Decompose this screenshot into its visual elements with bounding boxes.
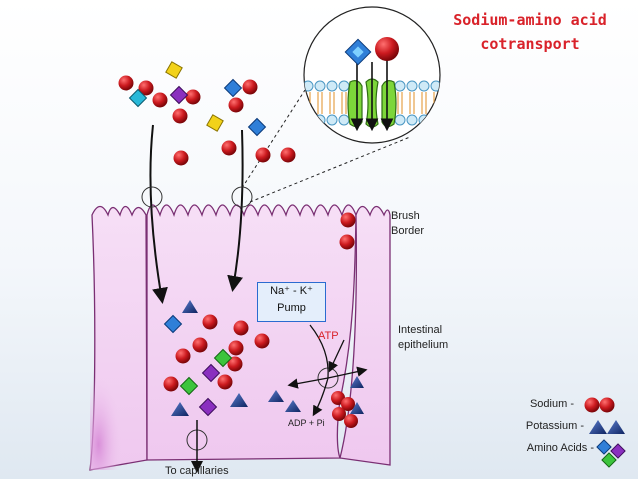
title-line-2: cotransport bbox=[480, 35, 580, 53]
zoom-lines bbox=[241, 89, 411, 203]
intracellular-sodium-ions bbox=[163, 314, 358, 428]
entry-arrows bbox=[141, 124, 253, 304]
brush-border-label-2: Border bbox=[391, 225, 425, 237]
na-k-pump-site bbox=[287, 324, 368, 417]
brush-border-label: Brush Border bbox=[391, 209, 424, 239]
brush-border-label-1: Brush bbox=[391, 210, 420, 222]
lipid-tails bbox=[305, 92, 439, 114]
legend-potassium-symbol bbox=[589, 420, 625, 434]
legend-potassium-label: Potassium - bbox=[525, 420, 584, 432]
epithelium-label-2: epithelium bbox=[398, 339, 449, 351]
legend-amino-acids-label: Amino Acids - bbox=[526, 442, 594, 454]
membrane-zoom bbox=[303, 6, 441, 144]
epithelial-cells bbox=[89, 204, 391, 471]
legend-sodium-label: Sodium - bbox=[529, 398, 574, 410]
lumen-sodium-ions bbox=[118, 75, 296, 166]
main-cell bbox=[146, 204, 357, 461]
capillaries-label: To capillaries bbox=[165, 465, 229, 477]
atp-label: ATP bbox=[318, 330, 339, 342]
epithelium-label: Intestinal epithelium bbox=[398, 323, 448, 353]
adp-label: ADP + Pi bbox=[288, 418, 325, 428]
legend-amino-acid-symbol bbox=[596, 439, 626, 468]
brush-border-sodium bbox=[339, 212, 356, 250]
lumen-amino-acids bbox=[128, 61, 267, 137]
na-k-pump-box: Na⁺ - K⁺ Pump bbox=[257, 282, 326, 322]
capillary-exit bbox=[186, 420, 208, 473]
transporter-site-1 bbox=[141, 186, 163, 208]
legend-sodium-symbol bbox=[584, 397, 615, 413]
pump-label-1: Na⁺ - K⁺ bbox=[270, 285, 313, 297]
diagram-title: Sodium-amino acid cotransport bbox=[425, 8, 635, 56]
zoom-amino-acid bbox=[344, 38, 372, 66]
intracellular-potassium-ions bbox=[171, 300, 364, 416]
intracellular-amino-acids bbox=[163, 314, 233, 417]
transporter-site-2 bbox=[231, 186, 253, 208]
left-cell-shade bbox=[90, 300, 147, 470]
zoom-arrows bbox=[350, 60, 394, 132]
title-line-1: Sodium-amino acid bbox=[453, 11, 607, 29]
zoom-sodium bbox=[375, 37, 399, 61]
epithelium-label-1: Intestinal bbox=[398, 324, 443, 336]
pump-label-2: Pump bbox=[277, 302, 306, 314]
